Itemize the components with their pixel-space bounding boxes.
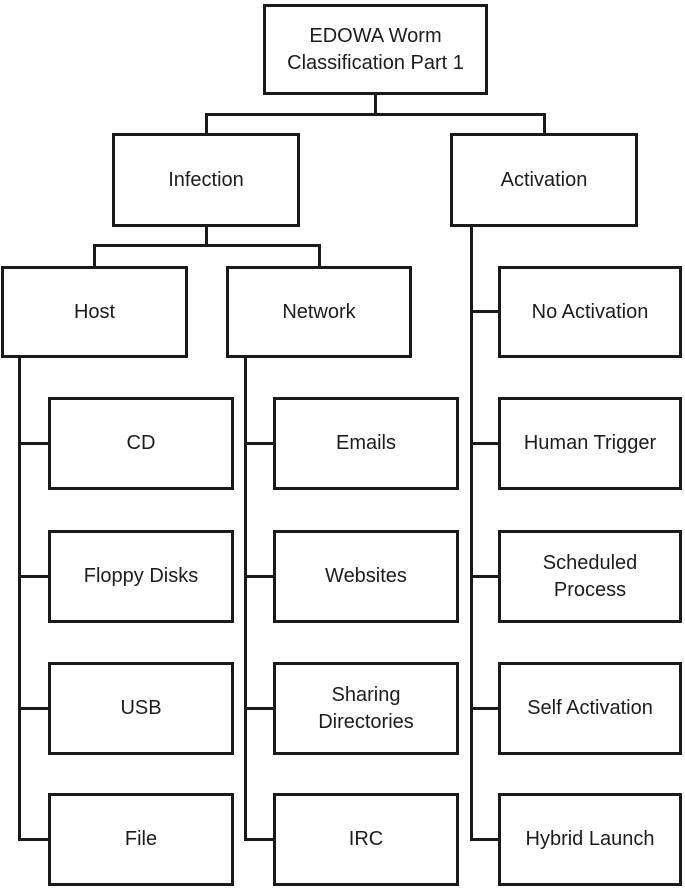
connector-activation-stub-hybrid-launch [470, 838, 498, 841]
connector-network-stub-emails [244, 442, 273, 445]
node-self-activation: Self Activation [498, 662, 682, 755]
connector-host-stub-file [18, 838, 48, 841]
connector-host-stub-floppy-disks [18, 575, 48, 578]
node-human-trigger: Human Trigger [498, 397, 682, 490]
connector-activation-stub-scheduled-process [470, 575, 498, 578]
connector-level2-bar [93, 244, 321, 247]
connector-network-rail [244, 358, 247, 841]
connector-infection-stem [205, 227, 208, 244]
connector-host-rail [18, 358, 21, 841]
connector-host-stub-usb [18, 707, 48, 710]
node-emails: Emails [273, 397, 459, 490]
connector-activation-rail [470, 227, 473, 841]
connector-activation-stub-self-activation [470, 707, 498, 710]
node-no-activation: No Activation [498, 266, 682, 358]
connector-network-stub-sharing-directories [244, 707, 273, 710]
node-sharing-directories: Sharing Directories [273, 662, 459, 755]
node-network: Network [226, 266, 412, 358]
connector-network-stub-irc [244, 838, 273, 841]
connector-root-stem [374, 95, 377, 113]
connector-infection-drop [205, 113, 208, 133]
node-root: EDOWA Worm Classification Part 1 [263, 4, 488, 95]
connector-host-drop [93, 244, 96, 266]
node-cd: CD [48, 397, 234, 490]
node-floppy-disks: Floppy Disks [48, 530, 234, 623]
node-hybrid-launch: Hybrid Launch [498, 793, 682, 886]
connector-host-stub-cd [18, 442, 48, 445]
connector-network-stub-websites [244, 575, 273, 578]
node-scheduled-process: Scheduled Process [498, 530, 682, 623]
node-websites: Websites [273, 530, 459, 623]
node-usb: USB [48, 662, 234, 755]
node-irc: IRC [273, 793, 459, 886]
connector-activation-drop [543, 113, 546, 133]
node-infection: Infection [112, 133, 300, 227]
connector-activation-stub-no-activation [470, 310, 498, 313]
connector-activation-stub-human-trigger [470, 442, 498, 445]
connector-level1-bar [205, 113, 546, 116]
node-activation: Activation [450, 133, 638, 227]
connector-network-drop [318, 244, 321, 266]
node-file: File [48, 793, 234, 886]
node-host: Host [1, 266, 188, 358]
